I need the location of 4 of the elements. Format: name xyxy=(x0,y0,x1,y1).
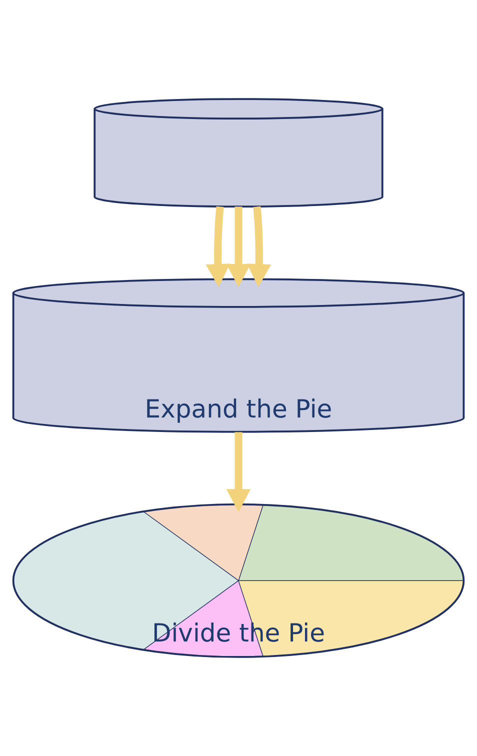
arrow xyxy=(206,206,230,288)
arrow xyxy=(247,206,272,288)
arrow xyxy=(226,432,251,512)
arrow xyxy=(226,206,251,288)
